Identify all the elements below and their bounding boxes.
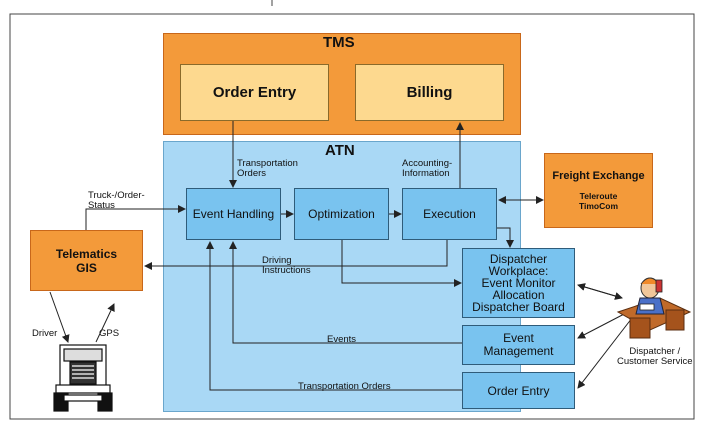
event-handling-node: Event Handling — [186, 188, 281, 240]
tms-billing: Billing — [355, 64, 504, 121]
truck-icon — [53, 344, 113, 412]
arrow-telematics-to-truck — [49, 291, 70, 343]
freight-exchange-box: Freight Exchange Teleroute TimoCom — [544, 153, 653, 228]
telematics-gis-box: Telematics GIS — [30, 230, 143, 291]
arrow-exec-to-dispatcher — [497, 227, 514, 248]
dispatcher-person-icon — [616, 277, 692, 339]
arrow-truck-to-gps — [95, 303, 115, 343]
arrow-telematics-to-eh — [85, 205, 186, 230]
label-driver: Driver — [32, 328, 58, 339]
arrow-orderentry-to-eh — [206, 241, 462, 391]
tms-order-entry: Order Entry — [180, 64, 329, 121]
freight-exchange-title: Freight Exchange — [552, 170, 645, 182]
arrow-eventmgmt-to-eh — [229, 241, 462, 344]
label-gps: GPS — [99, 328, 120, 339]
optimization-node: Optimization — [294, 188, 389, 240]
arrow-person-to-eventmgmt — [577, 311, 629, 339]
freight-exchange-sub: Teleroute TimoCom — [578, 191, 619, 211]
atn-title: ATN — [325, 142, 355, 159]
label-driving-instructions: Driving Instructions — [262, 255, 311, 276]
page-border — [9, 13, 695, 420]
execution-node: Execution — [402, 188, 497, 240]
dispatcher-workplace-node: Dispatcher Workplace: Event Monitor Allo… — [462, 248, 575, 318]
event-management-node: Event Management — [462, 325, 575, 365]
arrow-exec-to-telematics — [144, 240, 448, 270]
label-events: Events — [327, 334, 357, 345]
label-truck-order-status: Truck-/Order- Status — [88, 190, 145, 211]
arrow-person-to-orderentry — [577, 317, 633, 389]
arrow-opt-to-dispatcher — [341, 240, 462, 287]
label-accounting-information: Accounting- Information — [402, 158, 453, 179]
label-transportation-orders-top: Transportation Orders — [237, 158, 298, 179]
tms-title: TMS — [323, 34, 355, 51]
label-dispatcher-customer-service: Dispatcher / Customer Service — [617, 346, 693, 367]
label-transportation-orders-bottom: Transportation Orders — [298, 381, 391, 392]
order-entry-atn-node: Order Entry — [462, 372, 575, 409]
